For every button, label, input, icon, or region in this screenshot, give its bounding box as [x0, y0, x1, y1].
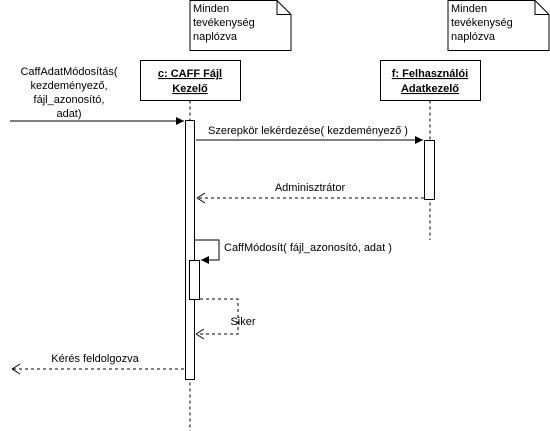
message-self-call-arrow [195, 239, 220, 264]
lifeline-user: f: Felhasználói Adatkezelő [380, 60, 481, 240]
lifeline-user-name-1: f: Felhasználói [392, 68, 468, 80]
message-role-request-label: Szerepkör lekérdezése( kezdeményező ) [208, 125, 408, 137]
message-incoming-label-1: CaffAdatMódosítás( [20, 66, 117, 78]
message-self-reply-label: Siker [230, 316, 255, 328]
lifeline-user-box [380, 60, 481, 101]
message-incoming-label-3: fájl_azonosító, [34, 94, 105, 106]
lifeline-caff-box [140, 60, 241, 101]
message-final-reply: Kérés feldolgozva [11, 353, 184, 375]
lifeline-user-name-2: Adatkezelő [401, 83, 459, 95]
message-self-call: CaffMódosít( fájl_azonosító, adat ) [195, 239, 392, 264]
message-final-reply-label: Kérés feldolgozva [51, 353, 139, 365]
message-role-reply: Adminisztrátor [196, 182, 424, 204]
message-incoming: CaffAdatMódosítás( kezdeményező, fájl_az… [10, 66, 184, 125]
note-left-line-3: naplózva [193, 31, 238, 43]
lifeline-caff-name-1: c: CAFF Fájl [158, 68, 222, 80]
lifeline-caff-name-2: Kezelő [172, 83, 208, 95]
note-left-line-2: tevékenység [193, 17, 255, 29]
message-role-reply-label: Adminisztrátor [275, 182, 346, 194]
message-incoming-label-2: kezdeményező, [30, 80, 107, 92]
lifeline-caff: c: CAFF Fájl Kezelő [140, 60, 241, 431]
activation-caff-main [185, 120, 195, 380]
note-left: Minden tevékenység naplózva [189, 0, 292, 51]
message-role-request: Szerepkör lekérdezése( kezdeményező ) [196, 125, 423, 144]
note-left-line-1: Minden [193, 3, 229, 15]
activation-user [424, 140, 435, 200]
note-right-line-3: naplózva [451, 31, 496, 43]
message-incoming-label-4: adat) [56, 108, 81, 120]
note-right: Minden tevékenység naplózva [447, 0, 550, 51]
message-self-call-label: CaffMódosít( fájl_azonosító, adat ) [224, 242, 392, 254]
activation-caff-nested [189, 260, 200, 300]
message-self-reply-arrow [195, 298, 239, 340]
note-right-line-1: Minden [451, 3, 487, 15]
note-right-line-2: tevékenység [451, 17, 513, 29]
message-self-reply: Siker [195, 298, 256, 340]
